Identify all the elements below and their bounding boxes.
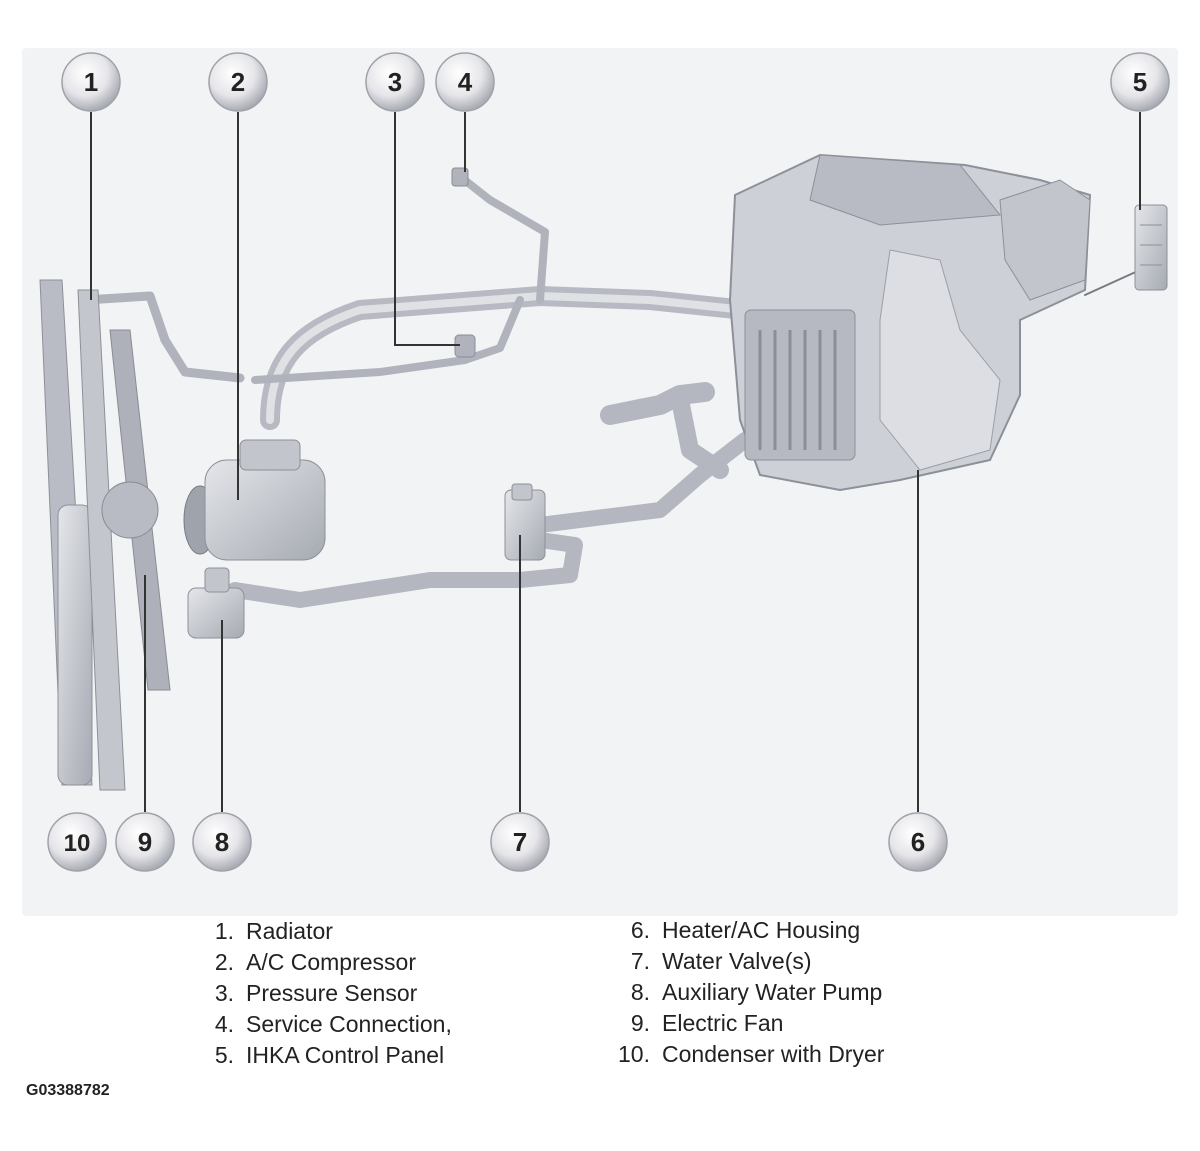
- condenser-line: [80, 291, 245, 383]
- ac-compressor: [183, 439, 326, 561]
- service-connection: [451, 167, 469, 187]
- legend-number: 8.: [630, 979, 650, 1005]
- legend-item: 3. Pressure Sensor: [190, 978, 452, 1009]
- legend-label: Electric Fan: [662, 1010, 784, 1036]
- legend-number: 9.: [630, 1010, 650, 1036]
- callout-number: 8: [215, 827, 229, 857]
- legend-number: 2.: [214, 949, 234, 975]
- callout-number: 6: [911, 827, 925, 857]
- refrigerant-line-upper-highlight: [266, 292, 749, 424]
- heater-feed-hose: [671, 391, 729, 479]
- legend-label: IHKA Control Panel: [246, 1042, 445, 1068]
- valve-hose: [532, 432, 753, 533]
- legend-item: 9. Electric Fan: [596, 1008, 884, 1039]
- dryer-cylinder: [57, 504, 93, 786]
- legend-item: 6. Heater/AC Housing: [596, 915, 884, 946]
- callout-bubble-7: 7: [490, 812, 550, 872]
- legend-label: Service Connection,: [246, 1011, 452, 1037]
- callout-number: 2: [231, 67, 245, 97]
- callout-number: 4: [458, 67, 473, 97]
- callout-bubble-1: 1: [61, 52, 121, 112]
- legend-item: 4. Service Connection,: [190, 1009, 452, 1040]
- legend-item: 5. IHKA Control Panel: [190, 1040, 452, 1071]
- callout-bubble-8: 8: [192, 812, 252, 872]
- auxiliary-water-pump: [187, 567, 245, 639]
- callout-bubble-9: 9: [115, 812, 175, 872]
- callout-bubble-2: 2: [208, 52, 268, 112]
- pressure-line: [251, 296, 524, 384]
- legend-left-column: 1. Radiator 2. A/C Compressor 3. Pressur…: [190, 916, 452, 1071]
- legend-item: 8. Auxiliary Water Pump: [596, 977, 884, 1008]
- legend-item: 10. Condenser with Dryer: [596, 1039, 884, 1070]
- legend-item: 7. Water Valve(s): [596, 946, 884, 977]
- legend-label: Condenser with Dryer: [662, 1041, 885, 1067]
- radiator-condenser-assembly: [39, 279, 171, 791]
- callout-number: 5: [1133, 67, 1147, 97]
- fan-hub: [101, 481, 159, 539]
- heater-ac-housing: [728, 153, 1092, 492]
- callout-number: 7: [513, 827, 527, 857]
- legend-number: 7.: [630, 948, 650, 974]
- legend-label: Radiator: [246, 918, 333, 944]
- ihka-control-panel: [1134, 204, 1168, 291]
- leader-line-3: [394, 112, 460, 346]
- legend-number: 1.: [214, 918, 234, 944]
- callout-number: 3: [388, 67, 402, 97]
- legend-item: 2. A/C Compressor: [190, 947, 452, 978]
- legend-label: A/C Compressor: [246, 949, 416, 975]
- heater-return-hose: [600, 382, 715, 425]
- water-valve: [504, 483, 546, 561]
- legend-label: Auxiliary Water Pump: [662, 979, 883, 1005]
- callout-number: 9: [138, 827, 152, 857]
- legend-number: 6.: [630, 917, 650, 943]
- legend-number: 10.: [618, 1041, 650, 1067]
- legend-number: 4.: [214, 1011, 234, 1037]
- legend-number: 3.: [214, 980, 234, 1006]
- legend-label: Water Valve(s): [662, 948, 812, 974]
- figure-id: G03388782: [26, 1082, 110, 1099]
- legend-right-column: 6. Heater/AC Housing 7. Water Valve(s) 8…: [596, 915, 884, 1070]
- callout-bubble-10: 10: [47, 812, 107, 872]
- legend-label: Heater/AC Housing: [662, 917, 861, 943]
- service-line: [458, 174, 549, 304]
- callout-number: 1: [84, 67, 98, 97]
- callout-bubble-3: 3: [365, 52, 425, 112]
- leader-lines: [90, 112, 1141, 812]
- control-panel-cable: [1084, 269, 1141, 296]
- callout-bubble-5: 5: [1110, 52, 1170, 112]
- callout-number: 10: [64, 830, 91, 857]
- legend-number: 5.: [214, 1042, 234, 1068]
- legend-label: Pressure Sensor: [246, 980, 418, 1006]
- legend-item: 1. Radiator: [190, 916, 452, 947]
- callout-bubble-4: 4: [435, 52, 495, 112]
- callout-bubble-6: 6: [888, 812, 948, 872]
